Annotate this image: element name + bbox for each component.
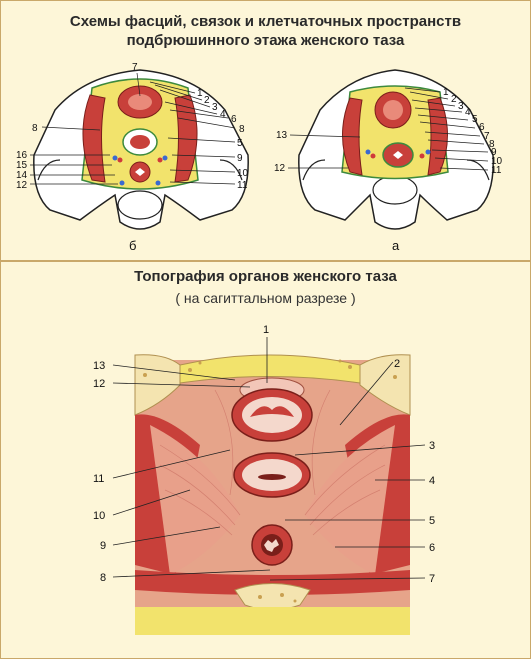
label-b-1: 1 xyxy=(197,88,203,99)
label-a-1: 1 xyxy=(443,87,449,98)
label-bottom-12: 12 xyxy=(93,378,105,390)
label-b-8-right: 8 xyxy=(239,124,245,135)
label-bottom-9: 9 xyxy=(100,540,106,552)
label-b-6: 6 xyxy=(231,114,237,125)
label-a-7: 7 xyxy=(484,131,490,142)
pelvic-floor-illustration: 1 2 3 4 5 6 7 8 9 10 11 12 13 xyxy=(93,324,435,635)
diagram-b-labels: 7 1 2 3 4 6 8 8 5 9 10 11 16 15 14 12 xyxy=(16,62,249,191)
label-a-2: 2 xyxy=(451,94,457,105)
label-b-10: 10 xyxy=(237,168,249,179)
label-bottom-6: 6 xyxy=(429,542,435,554)
top-title-line2: подбрюшинного этажа женского таза xyxy=(126,32,405,49)
label-b-9: 9 xyxy=(237,153,243,164)
diagram-a: 1 2 3 4 5 6 7 8 9 10 11 13 12 а xyxy=(274,69,503,253)
label-a-6: 6 xyxy=(479,122,485,133)
bottom-title: Топография органов женского таза xyxy=(134,268,397,285)
label-b-14: 14 xyxy=(16,170,28,181)
label-bottom-5: 5 xyxy=(429,515,435,527)
diagram-b: 7 1 2 3 4 6 8 8 5 9 10 11 16 15 14 12 б xyxy=(16,62,249,253)
label-b-16: 16 xyxy=(16,150,28,161)
label-a-4: 4 xyxy=(465,107,471,118)
label-a-12: 12 xyxy=(274,163,286,174)
fat-band-bottom xyxy=(135,607,410,635)
label-bottom-7: 7 xyxy=(429,573,435,585)
diagram-b-caption: б xyxy=(129,238,136,253)
symphysis-fat xyxy=(179,354,361,384)
sacrum-b xyxy=(117,190,163,220)
sacrum-a xyxy=(372,175,418,205)
label-bottom-13: 13 xyxy=(93,360,105,372)
label-bottom-8: 8 xyxy=(100,572,106,584)
levator-left xyxy=(150,425,240,575)
label-a-13: 13 xyxy=(276,130,288,141)
label-b-7: 7 xyxy=(132,62,138,73)
levator-right xyxy=(305,425,395,575)
label-b-2: 2 xyxy=(204,95,210,106)
bottom-labels: 1 2 3 4 5 6 7 8 9 10 11 12 13 xyxy=(93,324,435,585)
label-b-11: 11 xyxy=(237,180,248,191)
bottom-subtitle: ( на сагиттальном разрезе ) xyxy=(175,290,356,306)
label-b-12: 12 xyxy=(16,180,28,191)
label-bottom-1: 1 xyxy=(263,324,269,336)
label-a-5: 5 xyxy=(472,114,478,125)
top-title-line1: Схемы фасций, связок и клетчаточных прос… xyxy=(69,13,462,30)
section-divider xyxy=(0,260,531,262)
label-bottom-4: 4 xyxy=(429,475,435,487)
label-bottom-11: 11 xyxy=(93,473,104,485)
diagram-a-caption: а xyxy=(392,238,400,253)
diagram-a-labels: 1 2 3 4 5 6 7 8 9 10 11 13 12 xyxy=(274,87,503,176)
label-b-4: 4 xyxy=(220,109,226,120)
label-a-8: 8 xyxy=(489,139,495,150)
label-b-8-left: 8 xyxy=(32,123,38,134)
pubic-bone-right xyxy=(359,354,411,416)
muscle-left-b xyxy=(82,94,106,183)
label-a-3: 3 xyxy=(458,101,464,112)
label-bottom-2: 2 xyxy=(394,358,400,370)
label-b-3: 3 xyxy=(212,102,218,113)
label-b-15: 15 xyxy=(16,160,28,171)
label-a-9: 9 xyxy=(491,147,497,158)
label-bottom-3: 3 xyxy=(429,440,435,452)
label-b-5: 5 xyxy=(237,138,243,149)
transverse-muscle xyxy=(135,570,410,595)
label-bottom-10: 10 xyxy=(93,510,105,522)
label-a-11: 11 xyxy=(491,165,502,176)
label-a-10: 10 xyxy=(491,156,503,167)
pelvis-schemes: 7 1 2 3 4 6 8 8 5 9 10 11 16 15 14 12 б xyxy=(16,62,503,253)
